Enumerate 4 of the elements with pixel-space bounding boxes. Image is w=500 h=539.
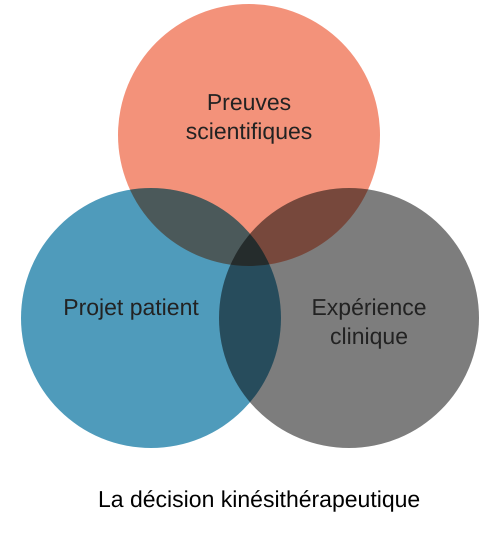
caption: La décision kinésithérapeutique bbox=[98, 486, 420, 513]
set-label: Projet patient bbox=[62, 293, 200, 322]
set-label: Preuves scientifiques bbox=[184, 88, 314, 146]
set-label: Expérience clinique bbox=[310, 293, 428, 351]
